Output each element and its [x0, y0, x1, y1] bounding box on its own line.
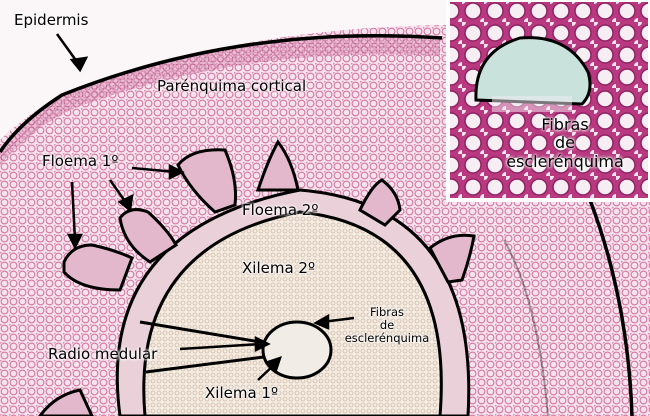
label-fibras-center-line2: de	[379, 318, 395, 333]
label-xilema-2: Xilema 2º	[242, 259, 316, 277]
right-inner-arc	[503, 239, 549, 416]
label-fibras-inset-line2: de	[555, 133, 575, 153]
label-xilema-1: Xilema 1º	[205, 384, 279, 402]
lower-phloem-lobe	[38, 388, 94, 416]
epidermis-band	[0, 37, 440, 166]
central-sclerenchyma-circle	[261, 320, 333, 380]
label-fibras-center-line3: esclerénquima	[344, 331, 430, 346]
inset-micrograph	[446, 0, 650, 202]
label-radio-medular: Radio medular	[48, 345, 158, 363]
primary-phloem-lobes	[62, 139, 476, 292]
pointer-arrows	[55, 33, 355, 381]
label-fibras-center: Fibras de esclerénquima	[332, 305, 442, 346]
label-fibras-inset-line3: esclerénquima	[506, 151, 624, 171]
xylem-2-region	[142, 210, 443, 416]
label-floema-1: Floema 1º	[42, 152, 119, 170]
label-fibras-center-line1: Fibras	[369, 305, 405, 319]
medullary-rays	[139, 320, 273, 374]
label-parenquima-cortical: Parénquima cortical	[157, 77, 307, 95]
label-epidermis: Epidermis	[14, 11, 89, 29]
inset-fiber-bundle	[474, 36, 592, 106]
label-fibras-inset-line1: Fibras	[541, 115, 589, 134]
label-fibras-inset: Fibras de esclerénquima	[492, 115, 638, 171]
epidermis-line	[0, 33, 443, 153]
right-epidermis-arc	[588, 199, 634, 416]
outside-stem-area	[0, 0, 460, 140]
label-floema-2: Floema 2º	[242, 201, 319, 219]
